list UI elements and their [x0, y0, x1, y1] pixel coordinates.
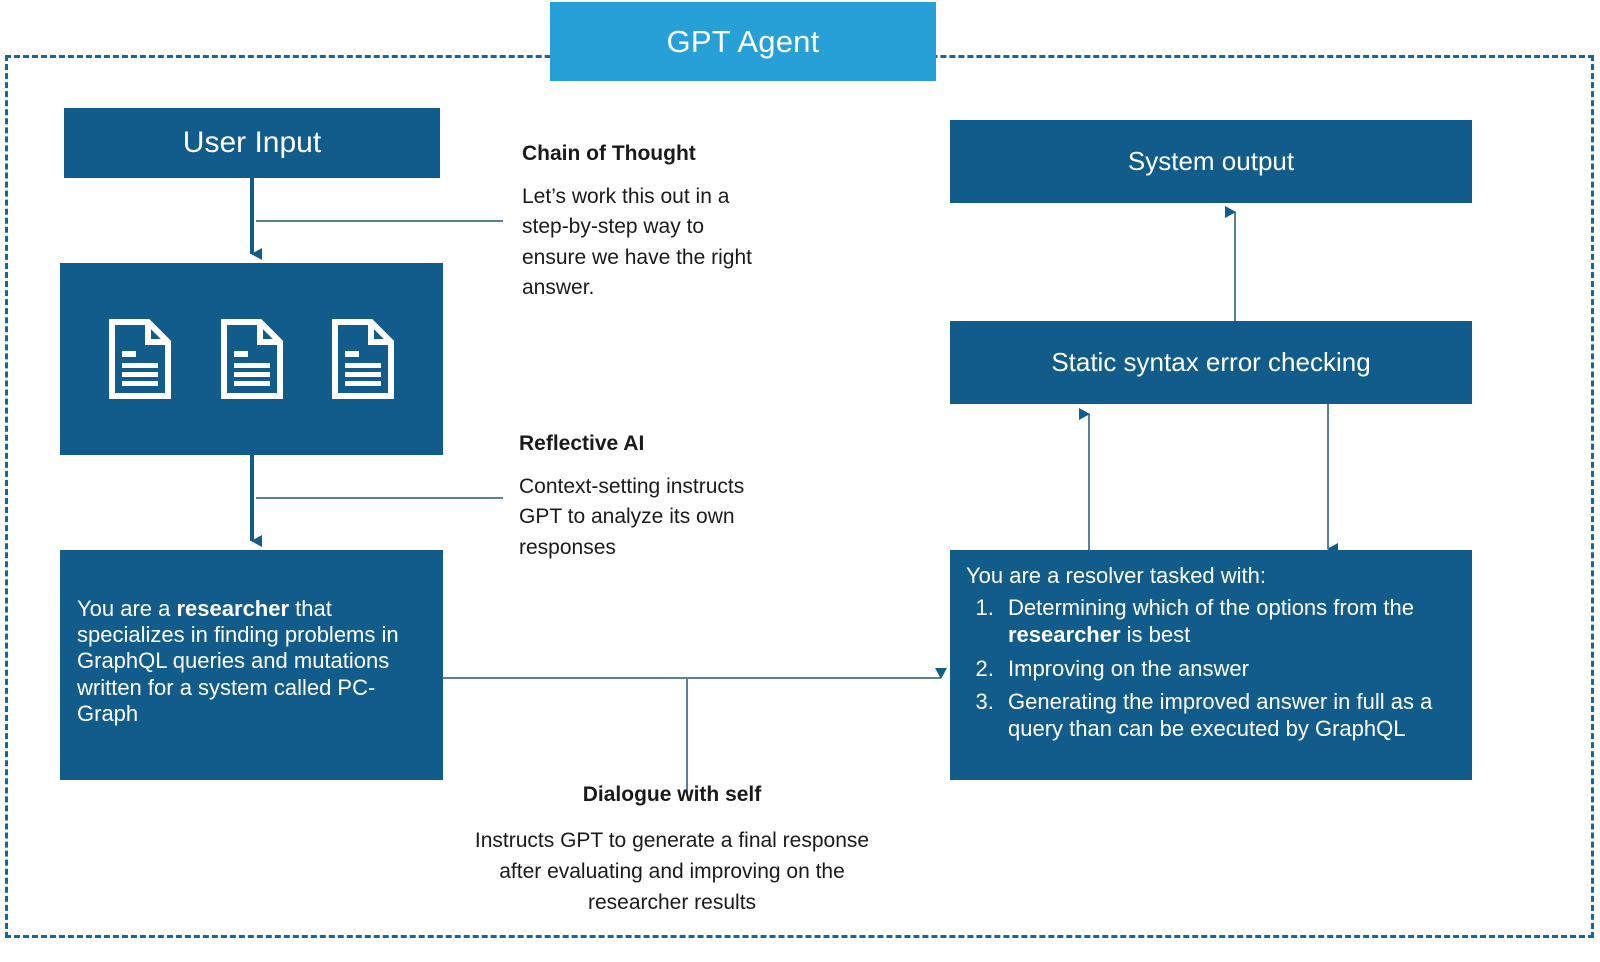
researcher-prompt-bold: researcher — [176, 596, 290, 621]
annotation-title: Reflective AI — [519, 432, 645, 455]
list-item: Generating the improved answer in full a… — [1000, 689, 1456, 742]
annotation-title: Dialogue with self — [582, 783, 762, 806]
annotation-body: Let’s work this out in a step-by-step wa… — [522, 185, 752, 300]
annotation-body: Context-setting instructs GPT to analyze… — [519, 475, 745, 559]
user-input-label: User Input — [182, 126, 322, 159]
researcher-prompt-box[interactable]: You are a researcher that specializes in… — [60, 550, 443, 780]
researcher-prompt-before: You are a — [77, 596, 177, 621]
annotation-body: Instructs GPT to generate a final respon… — [474, 829, 870, 915]
document-icon-row — [60, 263, 443, 455]
list-item: Improving on the answer — [1000, 656, 1456, 683]
annotation-chain-of-thought: Chain of Thought Let’s work this out in … — [522, 142, 762, 304]
document-icon — [220, 319, 283, 399]
list-item: Determining which of the options from th… — [1000, 595, 1456, 648]
document-icon — [332, 319, 395, 399]
resolver-item-after: is best — [1120, 622, 1191, 647]
annotation-title: Chain of Thought — [522, 142, 696, 165]
static-syntax-check-box[interactable]: Static syntax error checking — [950, 321, 1472, 404]
resolver-item-before: Improving on the answer — [1008, 655, 1249, 681]
static-syntax-check-label: Static syntax error checking — [1051, 347, 1371, 377]
documents-box[interactable] — [60, 263, 443, 455]
resolver-item-before: Determining which of the options from th… — [1008, 595, 1414, 621]
system-output-box[interactable]: System output — [950, 120, 1472, 203]
annotation-reflective-ai: Reflective AI Context-setting instructs … — [519, 432, 749, 563]
resolver-item-bold: researcher — [1008, 622, 1121, 647]
resolver-task-list: Determining which of the options from th… — [962, 595, 1456, 742]
resolver-lead-text: You are a resolver tasked with: — [966, 563, 1267, 588]
user-input-box[interactable]: User Input — [64, 108, 440, 178]
system-output-label: System output — [1127, 146, 1295, 176]
researcher-prompt-after: that specializes in finding problems in … — [77, 596, 399, 726]
agent-header: GPT Agent — [550, 2, 936, 81]
researcher-prompt-text: You are a researcher that specializes in… — [77, 596, 426, 727]
document-icon — [108, 319, 171, 399]
resolver-item-before: Generating the improved answer in full a… — [1008, 689, 1433, 741]
annotation-dialogue-with-self: Dialogue with self Instructs GPT to gene… — [470, 783, 874, 918]
resolver-prompt-box[interactable]: You are a resolver tasked with: Determin… — [950, 550, 1472, 780]
